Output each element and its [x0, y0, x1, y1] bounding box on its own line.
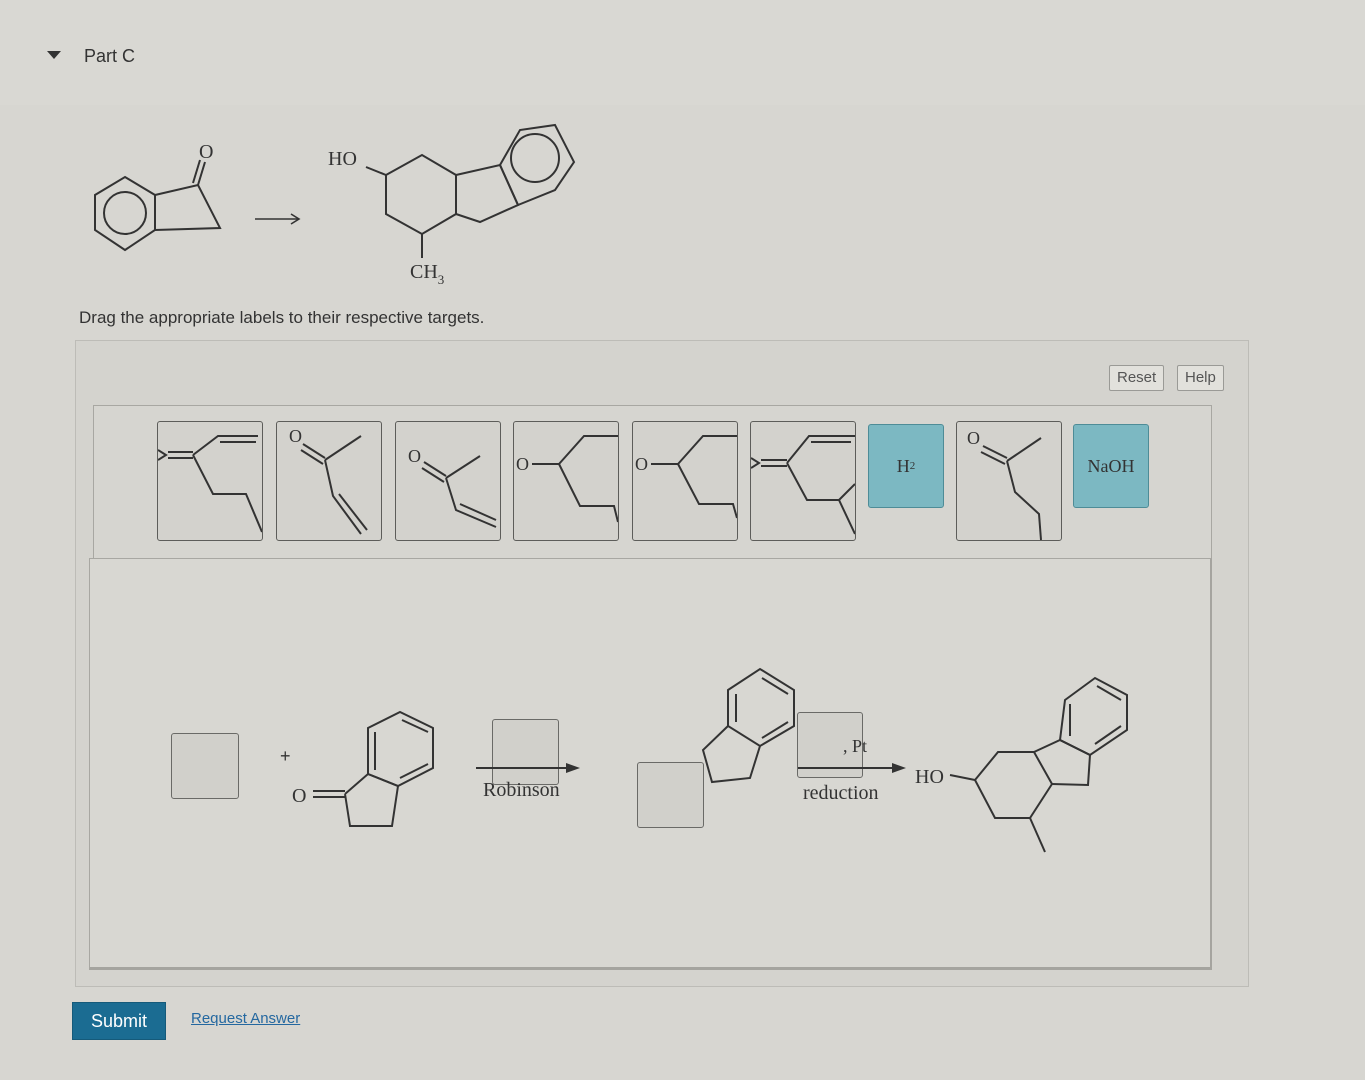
- structure-tile-butanone[interactable]: O: [956, 421, 1062, 541]
- structure-tile-enone-ring-a[interactable]: O: [513, 421, 619, 541]
- reagent-h2-text: H: [896, 455, 910, 476]
- drop-target-reagent-2[interactable]: [797, 712, 863, 778]
- help-button[interactable]: Help: [1177, 365, 1224, 391]
- request-answer-link[interactable]: Request Answer: [191, 1010, 301, 1027]
- reagent-h2-sub: 2: [909, 460, 916, 472]
- tile-o-label: O: [967, 428, 980, 448]
- problem-reaction: O HO CH3: [94, 123, 576, 287]
- problem-ch3-label: CH3: [410, 261, 444, 287]
- structure-tile-vinyl-ketone[interactable]: O: [276, 421, 382, 541]
- product-structure: [365, 123, 576, 258]
- drop-target-reagent-1[interactable]: [492, 719, 559, 785]
- tile-o-label: O: [635, 454, 648, 474]
- structure-tile-cyclohexenone[interactable]: [750, 421, 856, 541]
- submit-button[interactable]: Submit: [72, 1002, 166, 1040]
- tile-o-label: O: [289, 426, 302, 446]
- tile-o-label: O: [516, 454, 529, 474]
- indanone-structure: [94, 159, 222, 252]
- structure-tile-enone-ring-b[interactable]: O: [632, 421, 738, 541]
- tile-o-label: O: [408, 446, 421, 466]
- problem-ho-label: HO: [328, 148, 357, 170]
- drop-target-intermediate[interactable]: [637, 762, 704, 828]
- problem-o-label: O: [199, 141, 213, 163]
- drop-target-reactant[interactable]: [171, 733, 239, 799]
- structure-tile-methyl-vinyl-ketone[interactable]: O: [395, 421, 501, 541]
- header-band: [0, 0, 1365, 105]
- reset-button[interactable]: Reset: [1109, 365, 1165, 391]
- problem-arrow: [255, 213, 301, 225]
- collapse-caret-icon[interactable]: [47, 51, 61, 59]
- instruction-text: Drag the appropriate labels to their res…: [79, 308, 485, 327]
- structure-tile-cyclohexenone-open[interactable]: [157, 421, 263, 541]
- reagent-tile-naoh[interactable]: NaOH: [1073, 424, 1149, 508]
- part-title: Part C: [84, 46, 136, 66]
